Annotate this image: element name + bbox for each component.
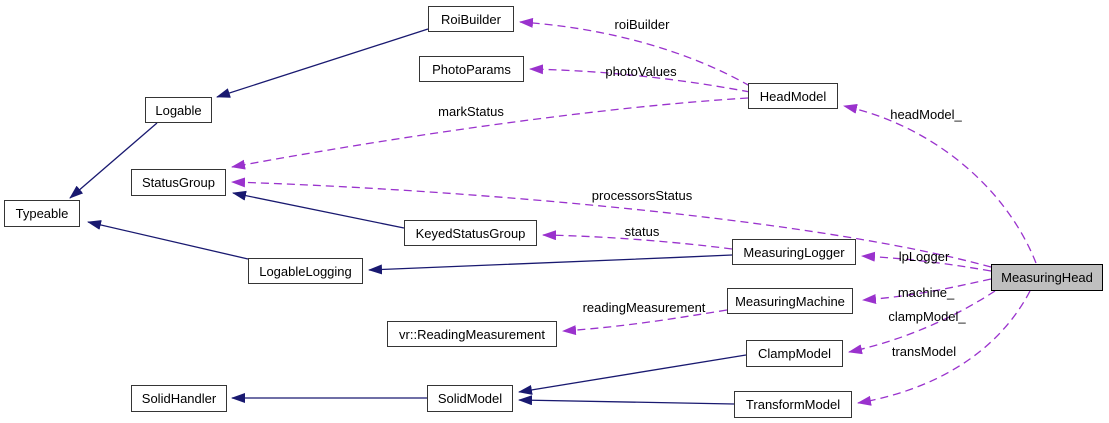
node-clampmodel[interactable]: ClampModel [746,340,843,367]
node-logablelogging[interactable]: LogableLogging [248,258,363,284]
node-keyedstatusgroup[interactable]: KeyedStatusGroup [404,220,537,246]
edge-logablelogging-typeable [87,220,249,260]
edge-keyedstatusgroup-statusgroup [232,190,405,229]
edge-label-transmodel: transModel [891,344,957,359]
edge-label-lplogger: lpLogger [898,249,950,264]
edge-transformmodel-solidmodel [518,395,735,406]
node-headmodel[interactable]: HeadModel [748,83,838,109]
edge-clampmodel-solidmodel [518,354,747,395]
edge-label-readingmeasurement: readingMeasurement [582,300,706,315]
edge-label-markstatus: markStatus [438,104,504,119]
edge-label-headmodel: headModel_ [890,107,962,122]
edge-measuringlogger-logablelogging [368,254,733,275]
edge-roibuilder-logable [216,28,429,98]
edge-label-clampmodel: clampModel_ [888,309,966,324]
node-measuringmachine[interactable]: MeasuringMachine [727,288,853,314]
edge-label-machine: machine_ [897,285,955,300]
node-solidmodel[interactable]: SolidModel [427,385,513,412]
node-solidhandler[interactable]: SolidHandler [131,385,227,412]
edge-label-roibuilder: roiBuilder [614,17,670,32]
edge-measuringhead-headmodel [843,103,1037,264]
node-photoparams[interactable]: PhotoParams [419,56,524,82]
edge-label-status: status [624,224,660,239]
node-measuringlogger[interactable]: MeasuringLogger [732,239,856,265]
edge-label-photovalues: photoValues [605,64,677,79]
node-measuringhead[interactable]: MeasuringHead [991,264,1103,291]
node-vr-readingmeasurement[interactable]: vr::ReadingMeasurement [387,321,557,347]
node-transformmodel[interactable]: TransformModel [734,391,852,418]
node-logable[interactable]: Logable [145,97,212,123]
node-typeable[interactable]: Typeable [4,200,80,227]
node-roibuilder[interactable]: RoiBuilder [428,6,514,32]
node-statusgroup[interactable]: StatusGroup [131,169,226,196]
edge-label-processorsstatus: processorsStatus [591,188,693,203]
